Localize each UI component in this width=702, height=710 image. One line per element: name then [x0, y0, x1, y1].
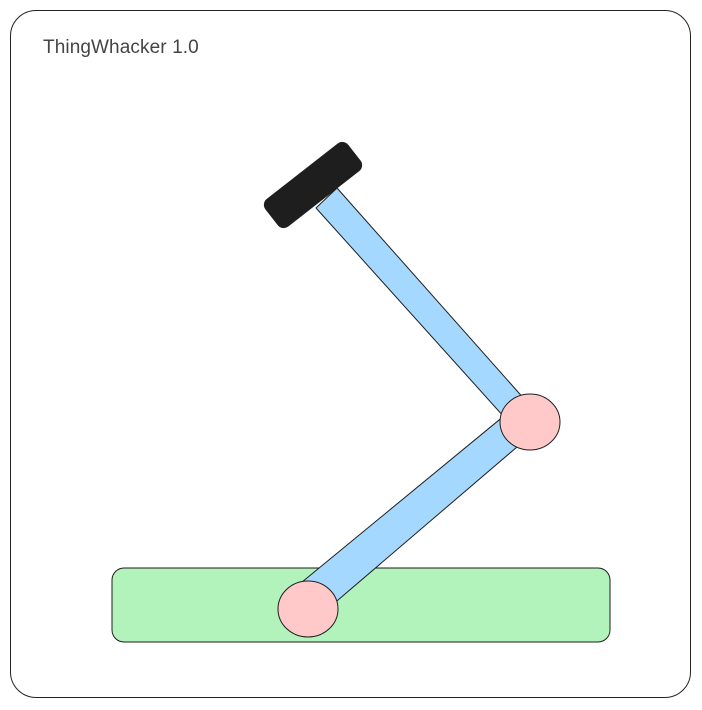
upper-arm[interactable]: [315, 187, 535, 429]
app-title: ThingWhacker 1.0: [43, 37, 199, 58]
hammer-head[interactable]: [262, 140, 365, 231]
elbow-joint[interactable]: [499, 393, 561, 451]
base-joint[interactable]: [277, 580, 339, 638]
